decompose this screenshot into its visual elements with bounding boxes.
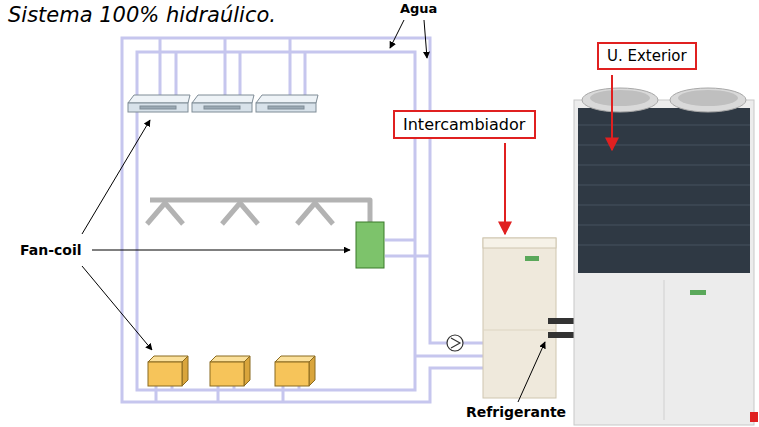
- part-label: Fan-coil: [20, 242, 81, 258]
- callout-box: Intercambiador: [393, 110, 536, 139]
- part-label: Refrigerante: [466, 404, 566, 420]
- box-label: Intercambiador: [403, 115, 526, 134]
- box-label: U. Exterior: [607, 47, 687, 65]
- duct-fan-coil: [356, 222, 384, 268]
- callout-box: U. Exterior: [597, 42, 697, 70]
- callout-arrows: [505, 75, 612, 234]
- part-label: Agua: [400, 1, 437, 16]
- corner-mark: [750, 412, 758, 422]
- exchanger-unit: [483, 238, 556, 398]
- cassette-units: [128, 95, 318, 112]
- outdoor-unit: [574, 88, 754, 425]
- diagram-title: Sistema 100% hidraúlico.: [8, 3, 276, 27]
- duct-system: [147, 200, 370, 224]
- leader-arrows: [82, 20, 545, 402]
- console-units: [148, 356, 315, 386]
- pump-symbol: [447, 335, 463, 351]
- water-pipes: [122, 38, 483, 402]
